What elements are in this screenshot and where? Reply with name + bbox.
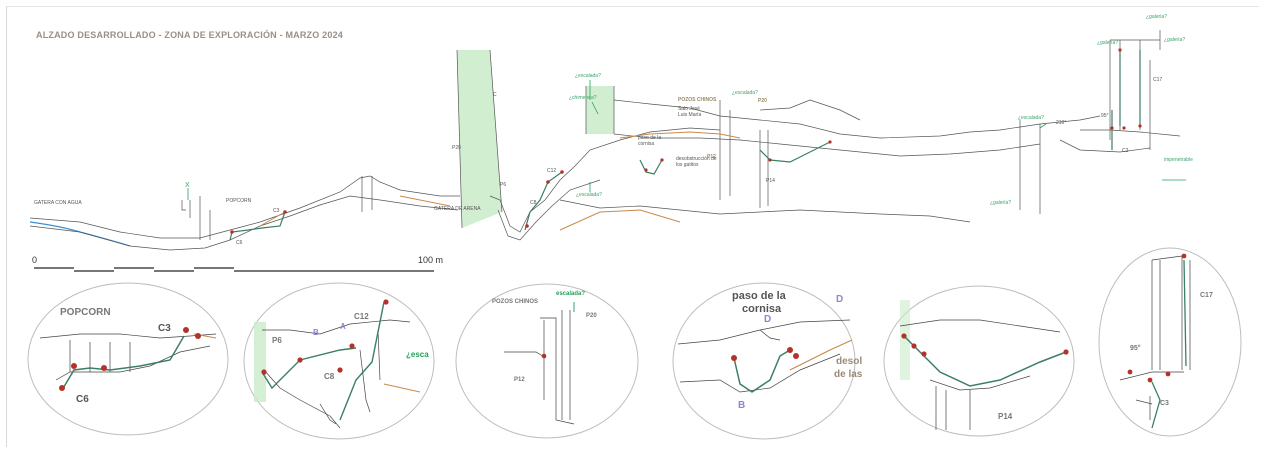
label-c17: C17 [1153,77,1163,83]
inset3-p12: P12 [514,377,525,383]
inset2-c8: C8 [324,372,335,381]
label-impenetrable: impenetrable [1164,157,1193,163]
lead-arrows [187,80,1186,200]
inset-cornisa [672,282,856,440]
shaft-p20-fill [457,50,502,228]
scale-label-start: 0 [32,255,38,265]
label-escalada-3: ¿escalada? [732,90,758,96]
label-paso-cornisa: paso de la cornisa [638,135,662,147]
label-escalada-2: ¿escalada? [576,192,602,198]
label-galeria-4: ¿galería? [990,200,1012,206]
inset6-deg: 95° [1130,345,1141,352]
inset-p14 [883,285,1075,437]
label-popcorn: POPCORN [226,198,252,204]
inset4-title-1: paso de la [732,290,786,302]
label-p20b: P20 [758,98,767,104]
inset2-b: B [313,328,319,337]
label-escalada-4: ¿escalada? [1018,115,1044,121]
label-p12: P12 [707,154,716,160]
inset-pozos [455,283,639,439]
label-deg-95: 95° [1101,113,1109,119]
inset3-escalada: escalada? [556,291,586,297]
scale-label-end: 100 m [418,255,444,265]
anchor-points [230,48,1142,234]
inset3-title: POZOS CHINOS [492,299,539,305]
inset4-title-2: cornisa [742,303,782,315]
label-p20: P20 [452,145,461,151]
label-salo-jose: Salo José Luis María [678,106,702,118]
label-chimenea: ¿chimenea? [569,95,597,101]
inset1-c6: C6 [76,394,89,405]
inset-ellipses [27,247,1242,440]
label-c3: C3 [273,208,280,214]
label-c6: C6 [236,240,243,246]
inset-c17 [1098,247,1242,437]
inset2-escalada: ¿esca [406,350,429,359]
inset6-c3: C3 [1160,400,1169,407]
inset2-a: A [340,322,346,331]
label-escalada-1: ¿escalada? [575,73,601,79]
inset1-c3: C3 [158,323,171,334]
label-c12: C12 [547,168,557,174]
sediment-lines [259,131,741,231]
label-deg-216: 216° [1056,120,1067,126]
rope-lines [229,50,1141,241]
inset-popcorn [27,282,229,436]
label-escalada-top: ¿galería? [1146,14,1168,20]
label-p6: P6 [500,182,507,188]
inset-c12 [243,282,435,440]
water-passage [29,221,131,247]
inset2-c12: C12 [354,312,369,321]
label-galeria-3: ¿galería? [1164,37,1186,43]
scale-bar [34,267,434,272]
label-pozos-chinos: POZOS CHINOS [678,97,717,103]
inset2-p6: P6 [272,336,282,345]
chimney-fill [586,86,614,134]
drawing-sheet [6,6,1259,447]
passage-walls [29,30,1181,251]
map-title: ALZADO DESARROLLADO - ZONA DE EXPLORACIÓ… [36,30,343,40]
inset4-b: B [738,400,746,411]
label-x: X [185,182,190,189]
label-gatera-arena: GATERA DE ARENA [434,206,481,212]
inset6-c17: C17 [1200,292,1213,299]
label-c2: C2 [1122,148,1129,154]
label-desobstruccion: desobstrucción de los gatitos [676,156,717,168]
inset4-desol: desol [836,356,863,367]
label-p14: P14 [766,178,775,184]
inset5-p14: P14 [998,412,1013,421]
label-gatera-agua: GATERA CON AGUA [34,200,82,206]
inset4-de-las: de las [834,369,863,380]
label-c8: C8 [530,200,537,206]
label-c-shaft: C [493,92,497,98]
inset4-d-top: D [836,294,844,305]
inset1-title: POPCORN [60,307,111,318]
inset4-d: D [764,314,772,325]
label-galeria-2: ¿galería? [1097,40,1119,46]
inset3-p20: P20 [586,313,597,319]
